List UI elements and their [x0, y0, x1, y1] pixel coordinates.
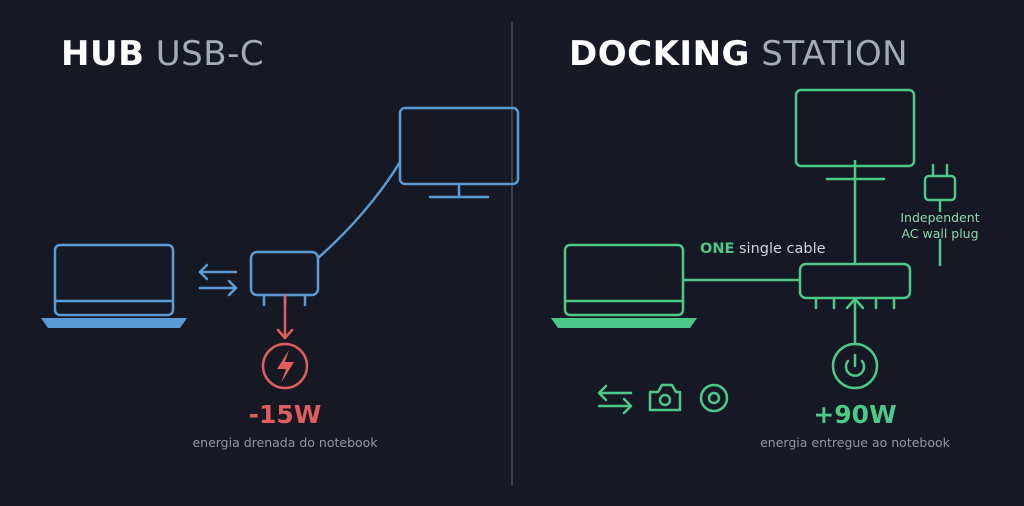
left-power-caption: energia drenada do notebook	[192, 435, 378, 450]
left-title-strong: HUB	[61, 34, 145, 74]
bidirectional-arrows-icon	[198, 263, 238, 297]
right-title: DOCKING STATION	[569, 34, 908, 74]
right-power-caption: energia entregue ao notebook	[760, 435, 950, 450]
laptop-icon	[551, 243, 697, 328]
right-power-value: +90W	[813, 400, 897, 429]
disc-icon	[699, 383, 729, 413]
left-title: HUB USB-C	[61, 34, 264, 74]
plug-note: Independent AC wall plug	[885, 210, 995, 242]
power-supply-arrow	[845, 297, 865, 345]
plug-note-line2: AC wall plug	[901, 226, 979, 241]
left-title-light: USB-C	[155, 34, 265, 74]
laptop-icon	[41, 243, 187, 328]
monitor-icon	[398, 106, 520, 199]
power-drain-arrow	[276, 293, 294, 340]
power-icon	[831, 342, 879, 390]
bidirectional-arrows-icon	[597, 384, 633, 415]
left-power-value: -15W	[248, 400, 322, 429]
lightning-icon	[261, 342, 309, 390]
hub-monitor-cable	[317, 161, 402, 259]
single-cable-label: ONE single cable	[700, 241, 826, 257]
single-cable-text: single cable	[738, 241, 826, 257]
camera-icon	[648, 383, 682, 412]
power-plug-icon	[923, 163, 957, 267]
right-title-light: STATION	[761, 34, 909, 74]
single-cable-strong: ONE	[700, 241, 735, 257]
right-title-strong: DOCKING	[569, 34, 750, 74]
plug-note-line1: Independent	[900, 210, 980, 225]
